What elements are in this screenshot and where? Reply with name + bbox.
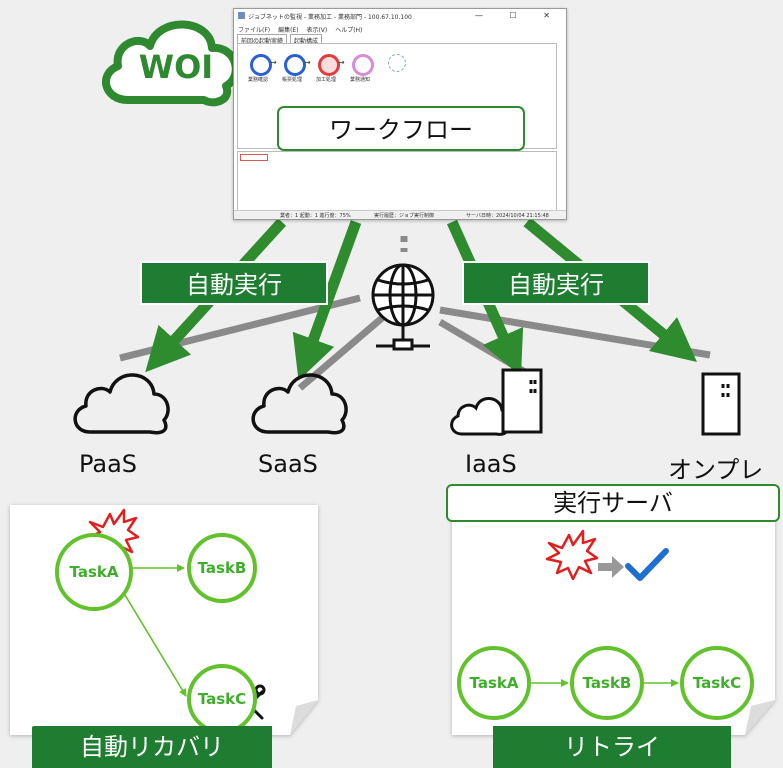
flow-node-4-label: 業務通知 [350,77,371,83]
woi-cloud-icon [102,20,240,107]
recovery-card [10,505,318,735]
env-label-iaas: IaaS [465,450,517,478]
paas-cloud-icon [73,373,170,435]
recovery-task-b: TaskB [187,533,257,603]
window-title-bar: ジョブネットの監視 - 業務加工 - 業務部門 - 100.67.10.100 … [234,9,566,23]
flow-arrow-2: → [304,58,311,67]
saas-cloud-icon [251,373,348,435]
menu-help[interactable]: ヘルプ(H) [335,27,363,34]
exec-server-label: 実行サーバ [446,484,780,522]
env-label-saas: SaaS [258,450,318,478]
workflow-label: ワークフロー [277,106,525,151]
retry-task-c: TaskC [680,646,754,720]
env-label-onprem: オンプレ [668,456,764,484]
flow-node-empty[interactable] [388,54,406,72]
auto-recovery-label: 自動リカバリ [32,726,272,768]
recovery-arrows [121,564,187,697]
check-icon [625,548,669,581]
status-history: 実行履歴：ジョブ実行制御 [374,213,435,219]
recovery-task-c: TaskC [187,664,257,734]
flow-node-1[interactable] [250,54,272,76]
menu-bar: ファイル(F) 編集(E) 表示(V) ヘルプ(H) [238,25,368,34]
iaas-server-icon [501,368,543,434]
log-selection [240,154,268,161]
auto-exec-label-left: 自動実行 [140,261,328,305]
recovery-task-a: TaskA [55,533,133,611]
flow-node-3-label: 加工処理 [316,77,337,83]
window-controls[interactable]: — ☐ ✕ [475,11,562,20]
retry-label: リトライ [493,726,731,768]
retry-explosion-icon [545,529,599,581]
iaas-cloud-icon [450,397,511,436]
flow-node-3[interactable] [318,54,340,76]
flow-node-2-label: 帳票処理 [282,77,303,83]
window-title: ジョブネットの監視 - 業務加工 - 業務部門 - 100.67.10.100 [248,14,412,21]
retry-gray-arrow-icon [598,556,624,578]
auto-exec-label-right: 自動実行 [462,261,650,305]
menu-edit[interactable]: 編集(E) [278,27,299,34]
log-pane [237,151,557,211]
flow-node-1-label: 業務確認 [248,77,269,83]
flow-node-4[interactable] [352,54,374,76]
logo-text: WOI [138,48,214,86]
status-server-time: サーバ日時：2024/10/04 21:15:48 [466,213,549,219]
flow-arrow-3: → [338,58,345,67]
retry-task-a: TaskA [457,646,531,720]
status-bar: 業者：1 起動：1 進行度：75% 実行履歴：ジョブ実行制御 サーバ日時：202… [234,210,566,219]
menu-view[interactable]: 表示(V) [306,27,328,34]
app-icon [238,12,245,19]
menu-file[interactable]: ファイル(F) [238,27,271,34]
flow-node-2[interactable] [284,54,306,76]
flow-arrow-1: → [270,58,277,67]
globe-icon [371,263,435,351]
retry-task-b: TaskB [570,646,644,720]
onprem-server-icon [701,372,741,436]
status-progress: 業者：1 起動：1 進行度：75% [280,213,351,219]
env-label-paas: PaaS [79,450,138,478]
